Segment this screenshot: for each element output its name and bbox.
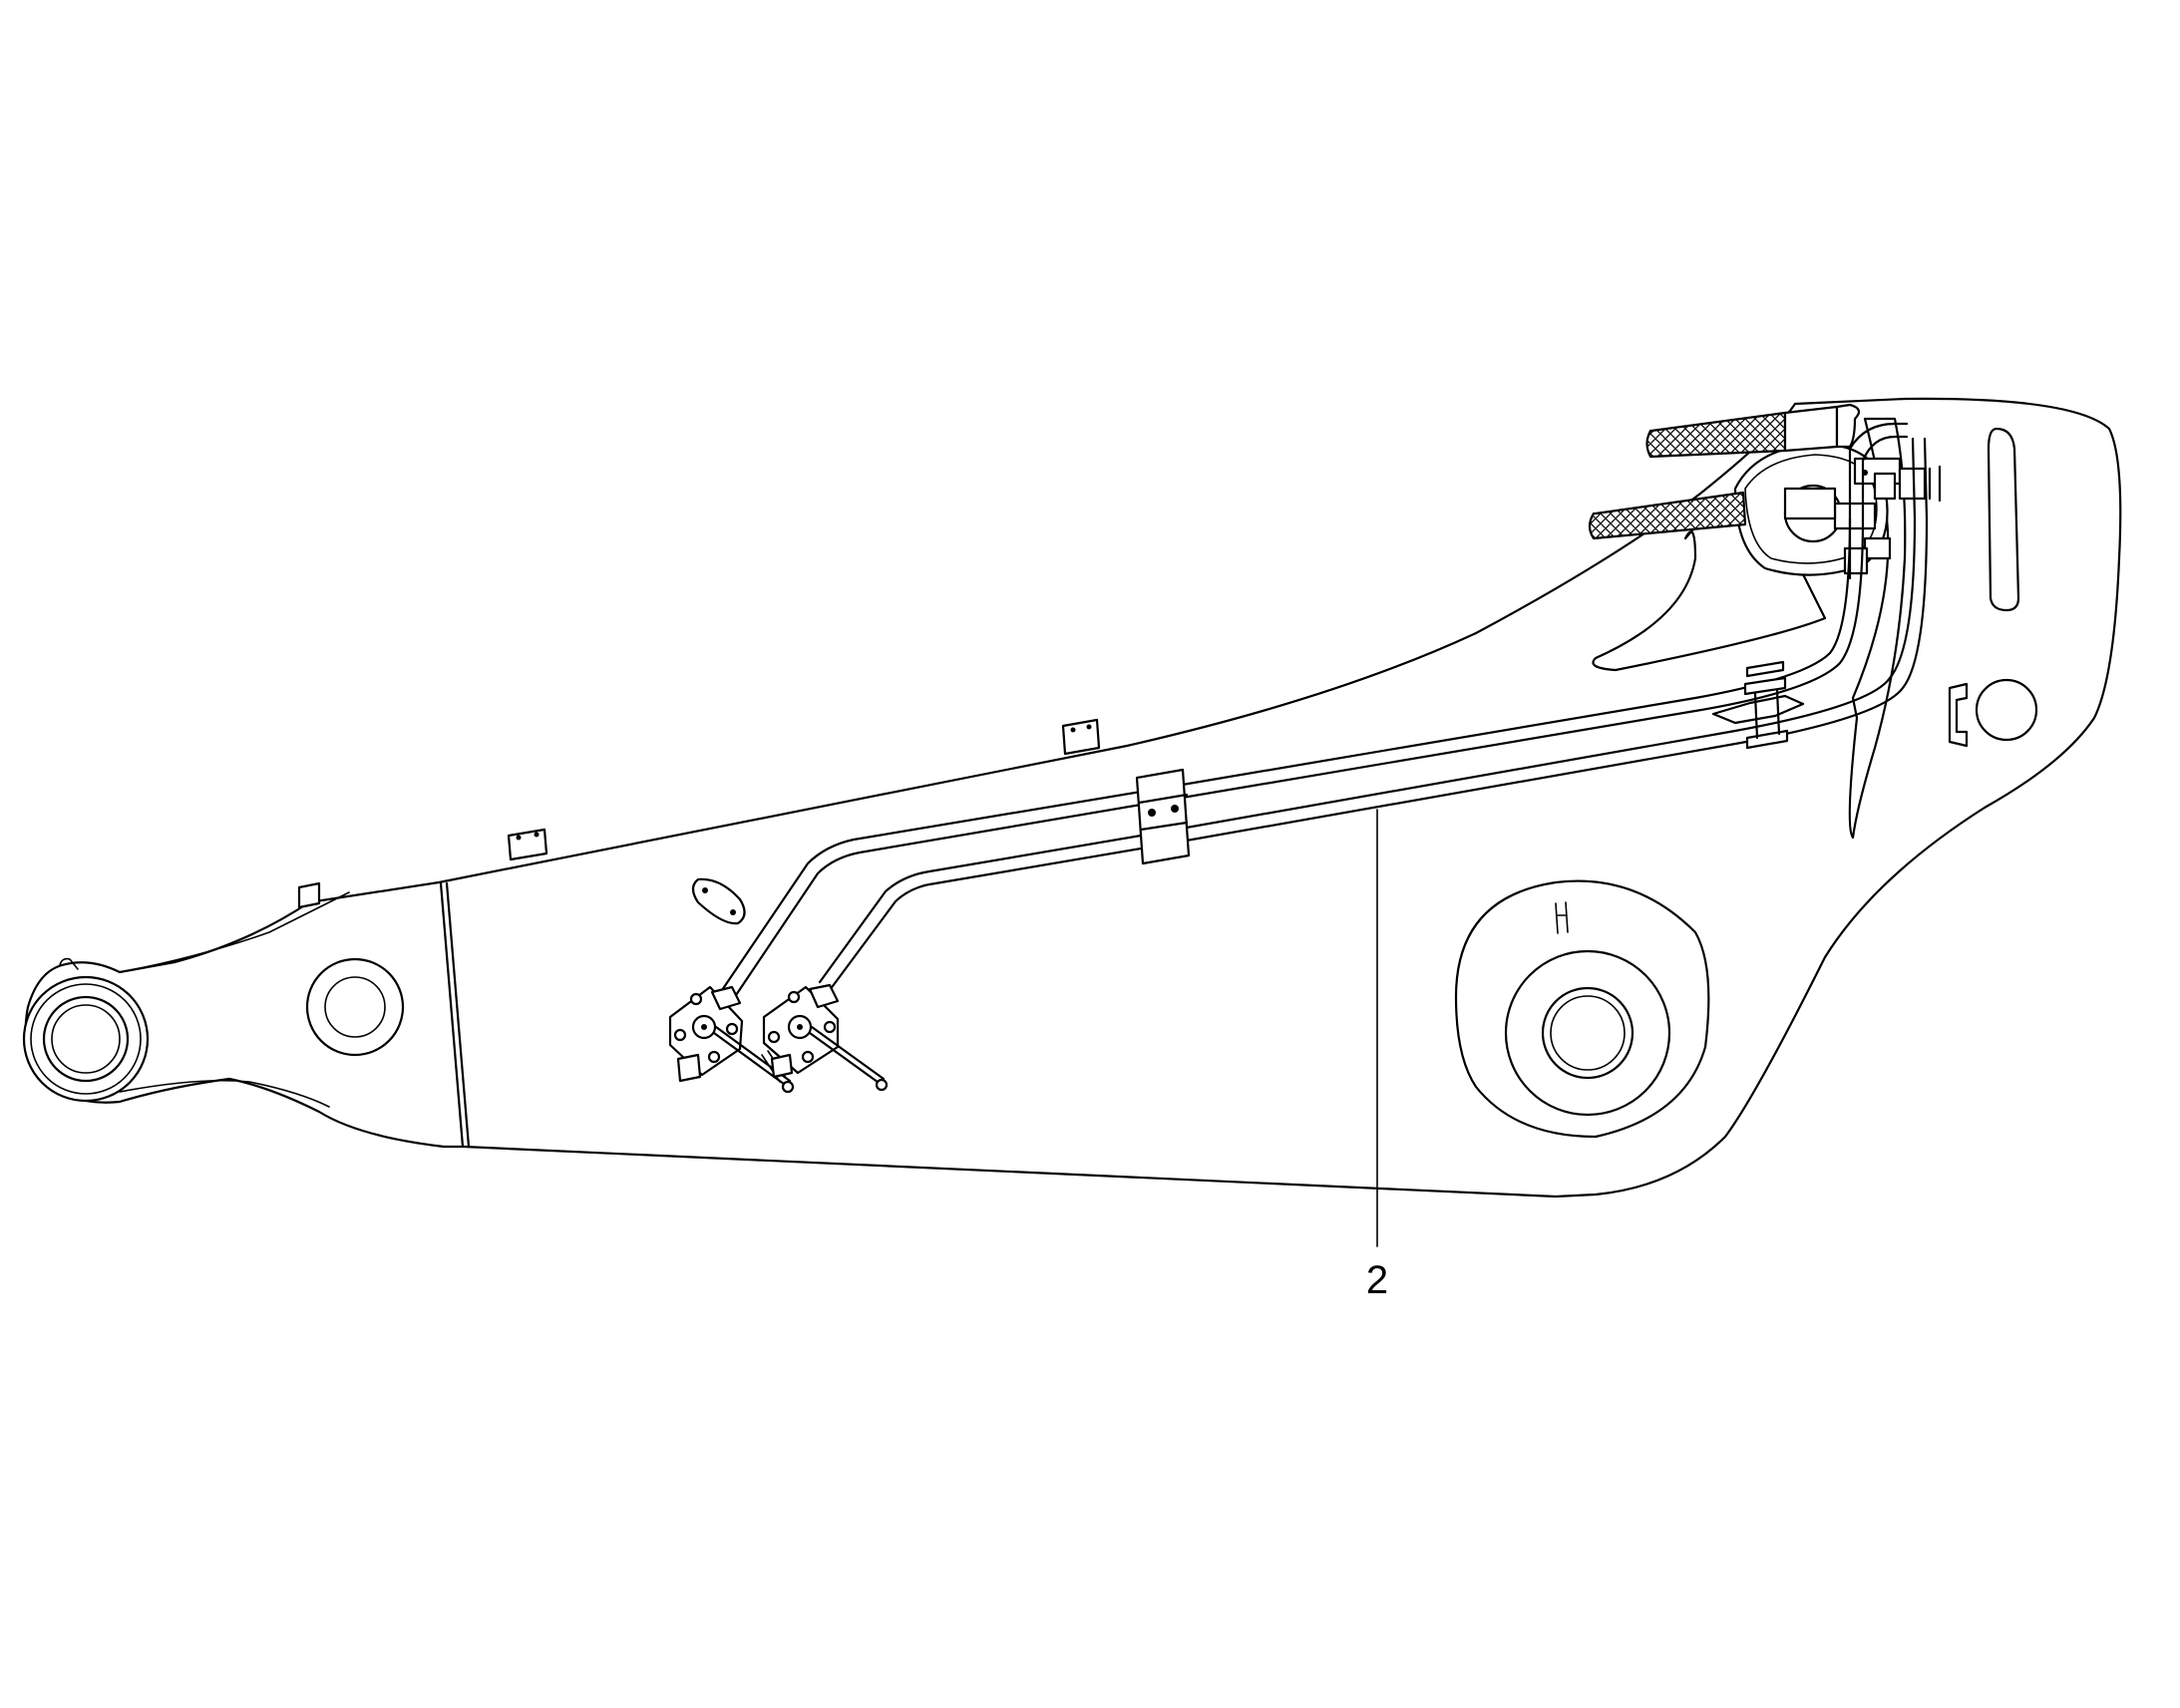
pipe-clamp — [1135, 768, 1191, 865]
shutoff-valve-left — [668, 985, 795, 1094]
main-boom-pivot-boss — [1454, 879, 1710, 1139]
callout-2: 2 — [1366, 809, 1388, 1302]
mid-pivot-boss — [305, 957, 405, 1057]
callout-label: 2 — [1366, 1258, 1388, 1302]
hydraulic-pipes — [718, 422, 1929, 1003]
top-weld-tabs — [297, 718, 1101, 909]
oval-cover-plate — [691, 877, 746, 925]
pipe-clamp-right — [1711, 660, 1805, 750]
nose-pivot-bushing — [22, 957, 150, 1103]
shutoff-valve-right — [762, 983, 889, 1092]
hydraulic-hoses — [1588, 403, 1861, 540]
